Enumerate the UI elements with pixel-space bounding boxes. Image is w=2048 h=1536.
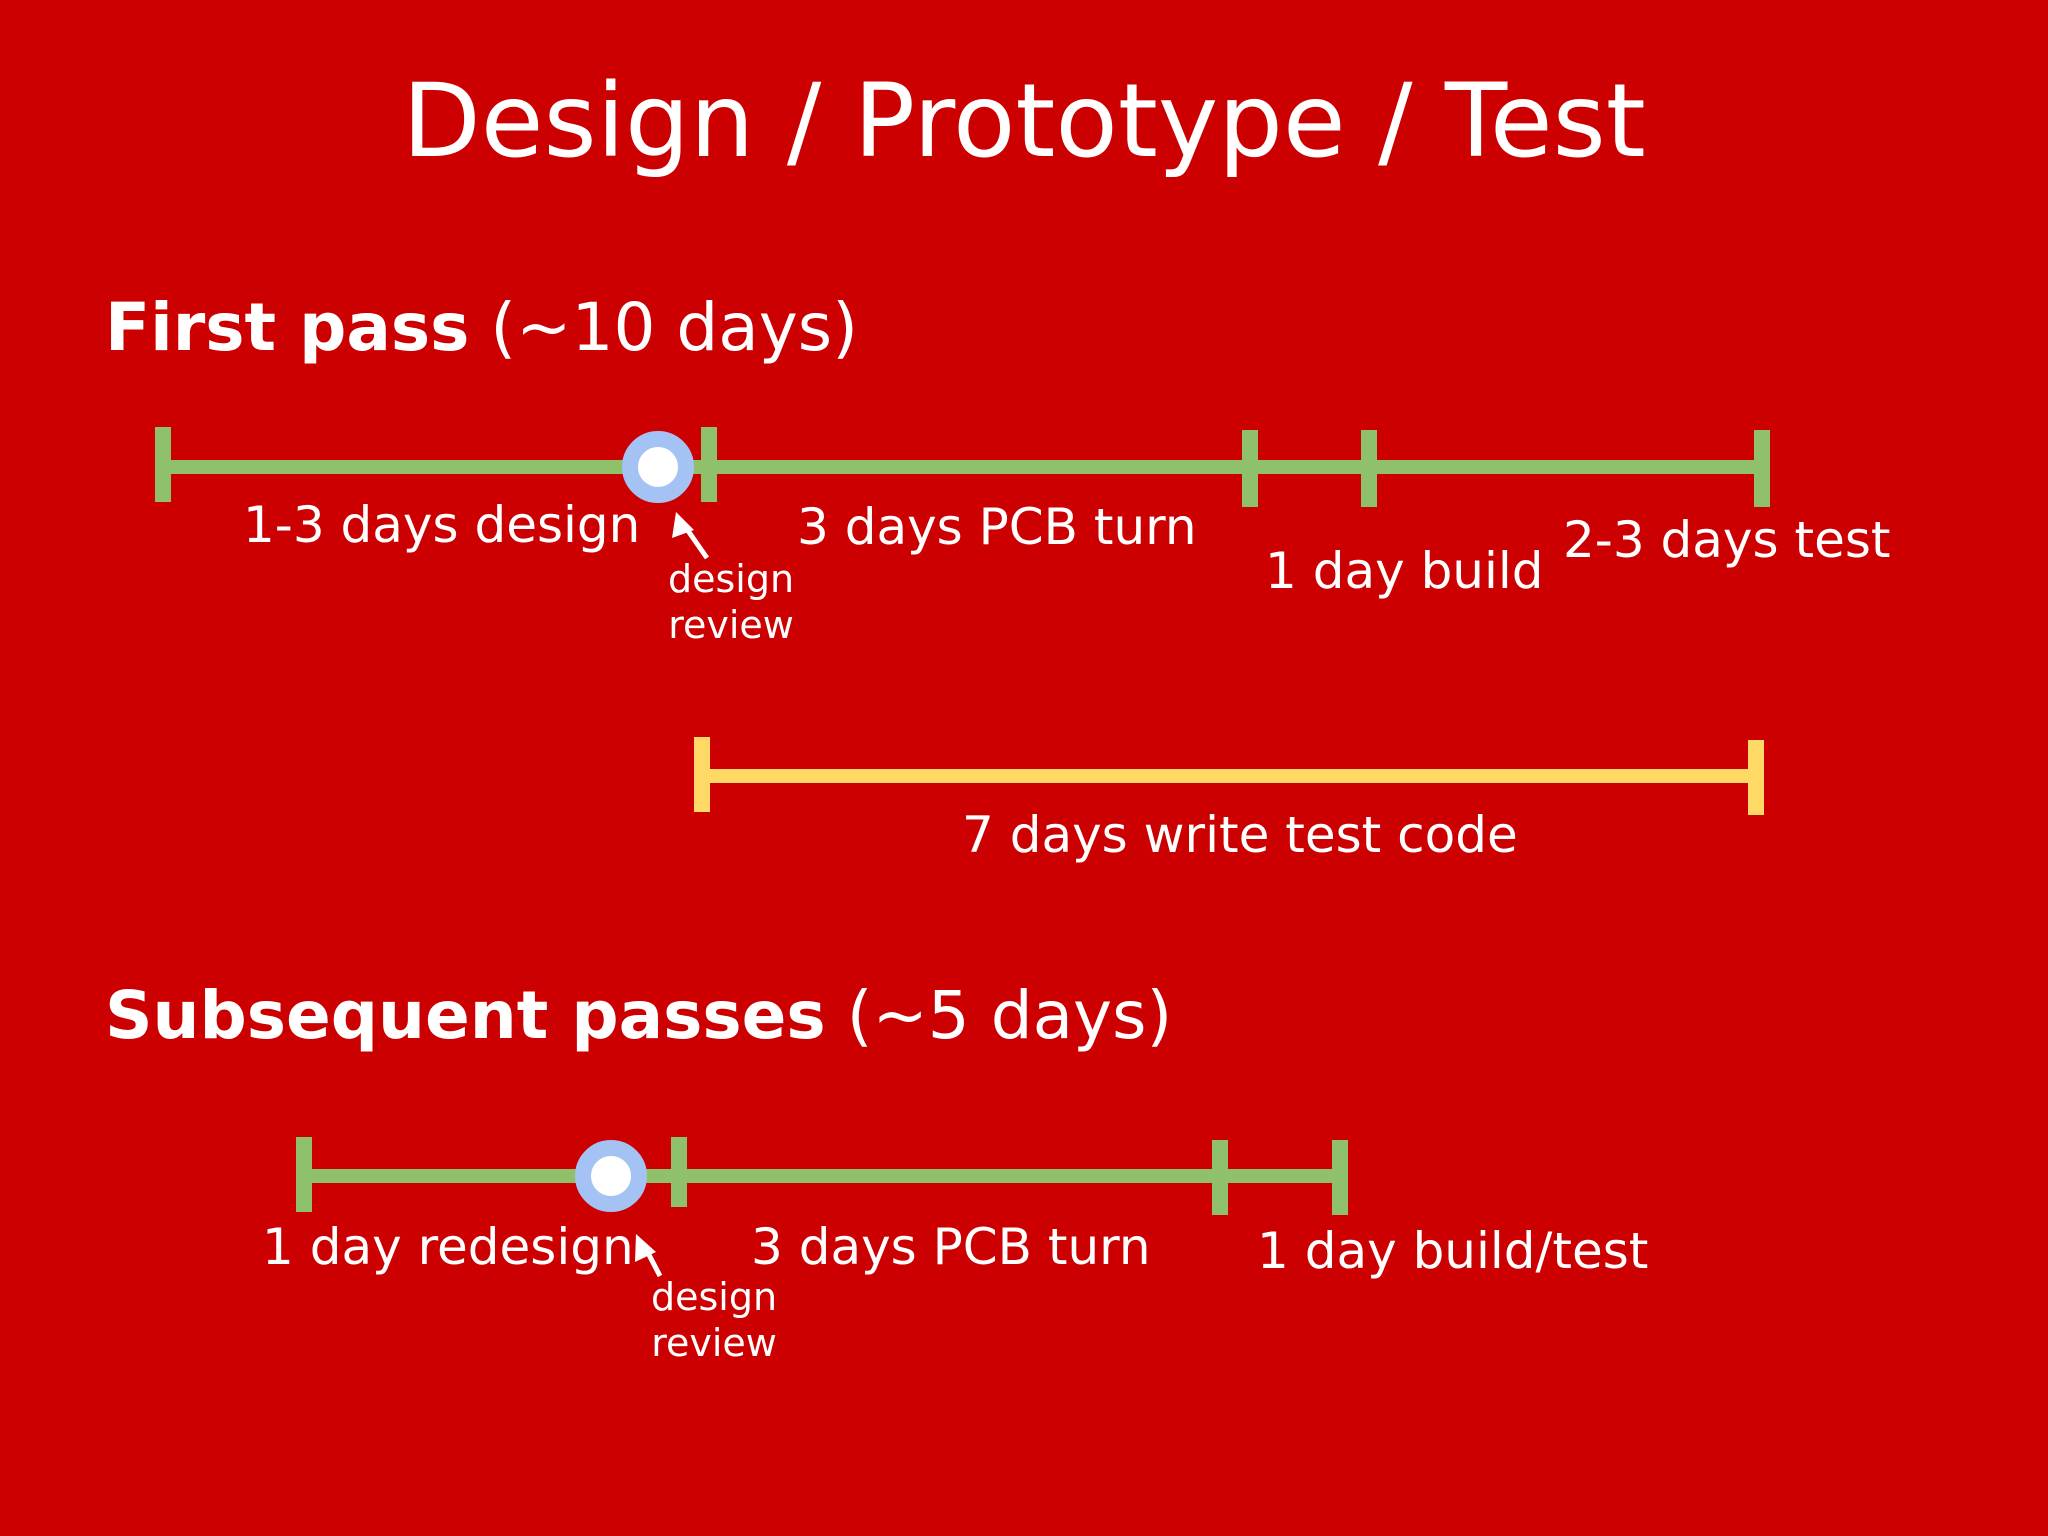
first-pass-heading: First pass (~10 days) xyxy=(105,289,858,366)
subsequent-design-review-label: design review xyxy=(651,1274,777,1366)
pcb-turn-label: 3 days PCB turn xyxy=(797,498,1197,556)
subsequent-passes-heading: Subsequent passes (~5 days) xyxy=(105,977,1173,1054)
subsequent-passes-heading-bold: Subsequent passes xyxy=(105,977,826,1054)
design-review-label-line1: design xyxy=(668,557,795,601)
subsequent-pcb-turn-label: 3 days PCB turn xyxy=(751,1218,1151,1276)
subsequent-passes-heading-duration: (~5 days) xyxy=(825,977,1173,1054)
design-review-arrow xyxy=(672,512,710,560)
build-phase-label: 1 day build xyxy=(1265,542,1544,600)
subsequent-design-review-marker xyxy=(575,1140,647,1212)
test-code-timeline xyxy=(694,737,1764,815)
slide-title: Design / Prototype / Test xyxy=(402,62,1646,181)
redesign-phase-label: 1 day redesign xyxy=(262,1218,634,1276)
subsequent-design-review-label-line1: design xyxy=(651,1275,778,1319)
subsequent-design-review-arrow xyxy=(635,1234,663,1278)
design-review-label: design review xyxy=(668,556,794,648)
build-test-phase-label: 1 day build/test xyxy=(1257,1222,1649,1280)
subsequent-design-review-label-line2: review xyxy=(651,1321,777,1365)
design-phase-label: 1-3 days design xyxy=(243,496,641,554)
first-pass-heading-bold: First pass xyxy=(105,289,470,366)
design-review-label-line2: review xyxy=(668,603,794,647)
first-pass-heading-duration: (~10 days) xyxy=(469,289,858,366)
test-phase-label: 2-3 days test xyxy=(1563,511,1891,569)
design-review-marker xyxy=(622,431,694,503)
subsequent-pass-timeline xyxy=(296,1137,1348,1278)
test-code-label: 7 days write test code xyxy=(962,806,1518,864)
first-pass-timeline xyxy=(155,427,1770,560)
